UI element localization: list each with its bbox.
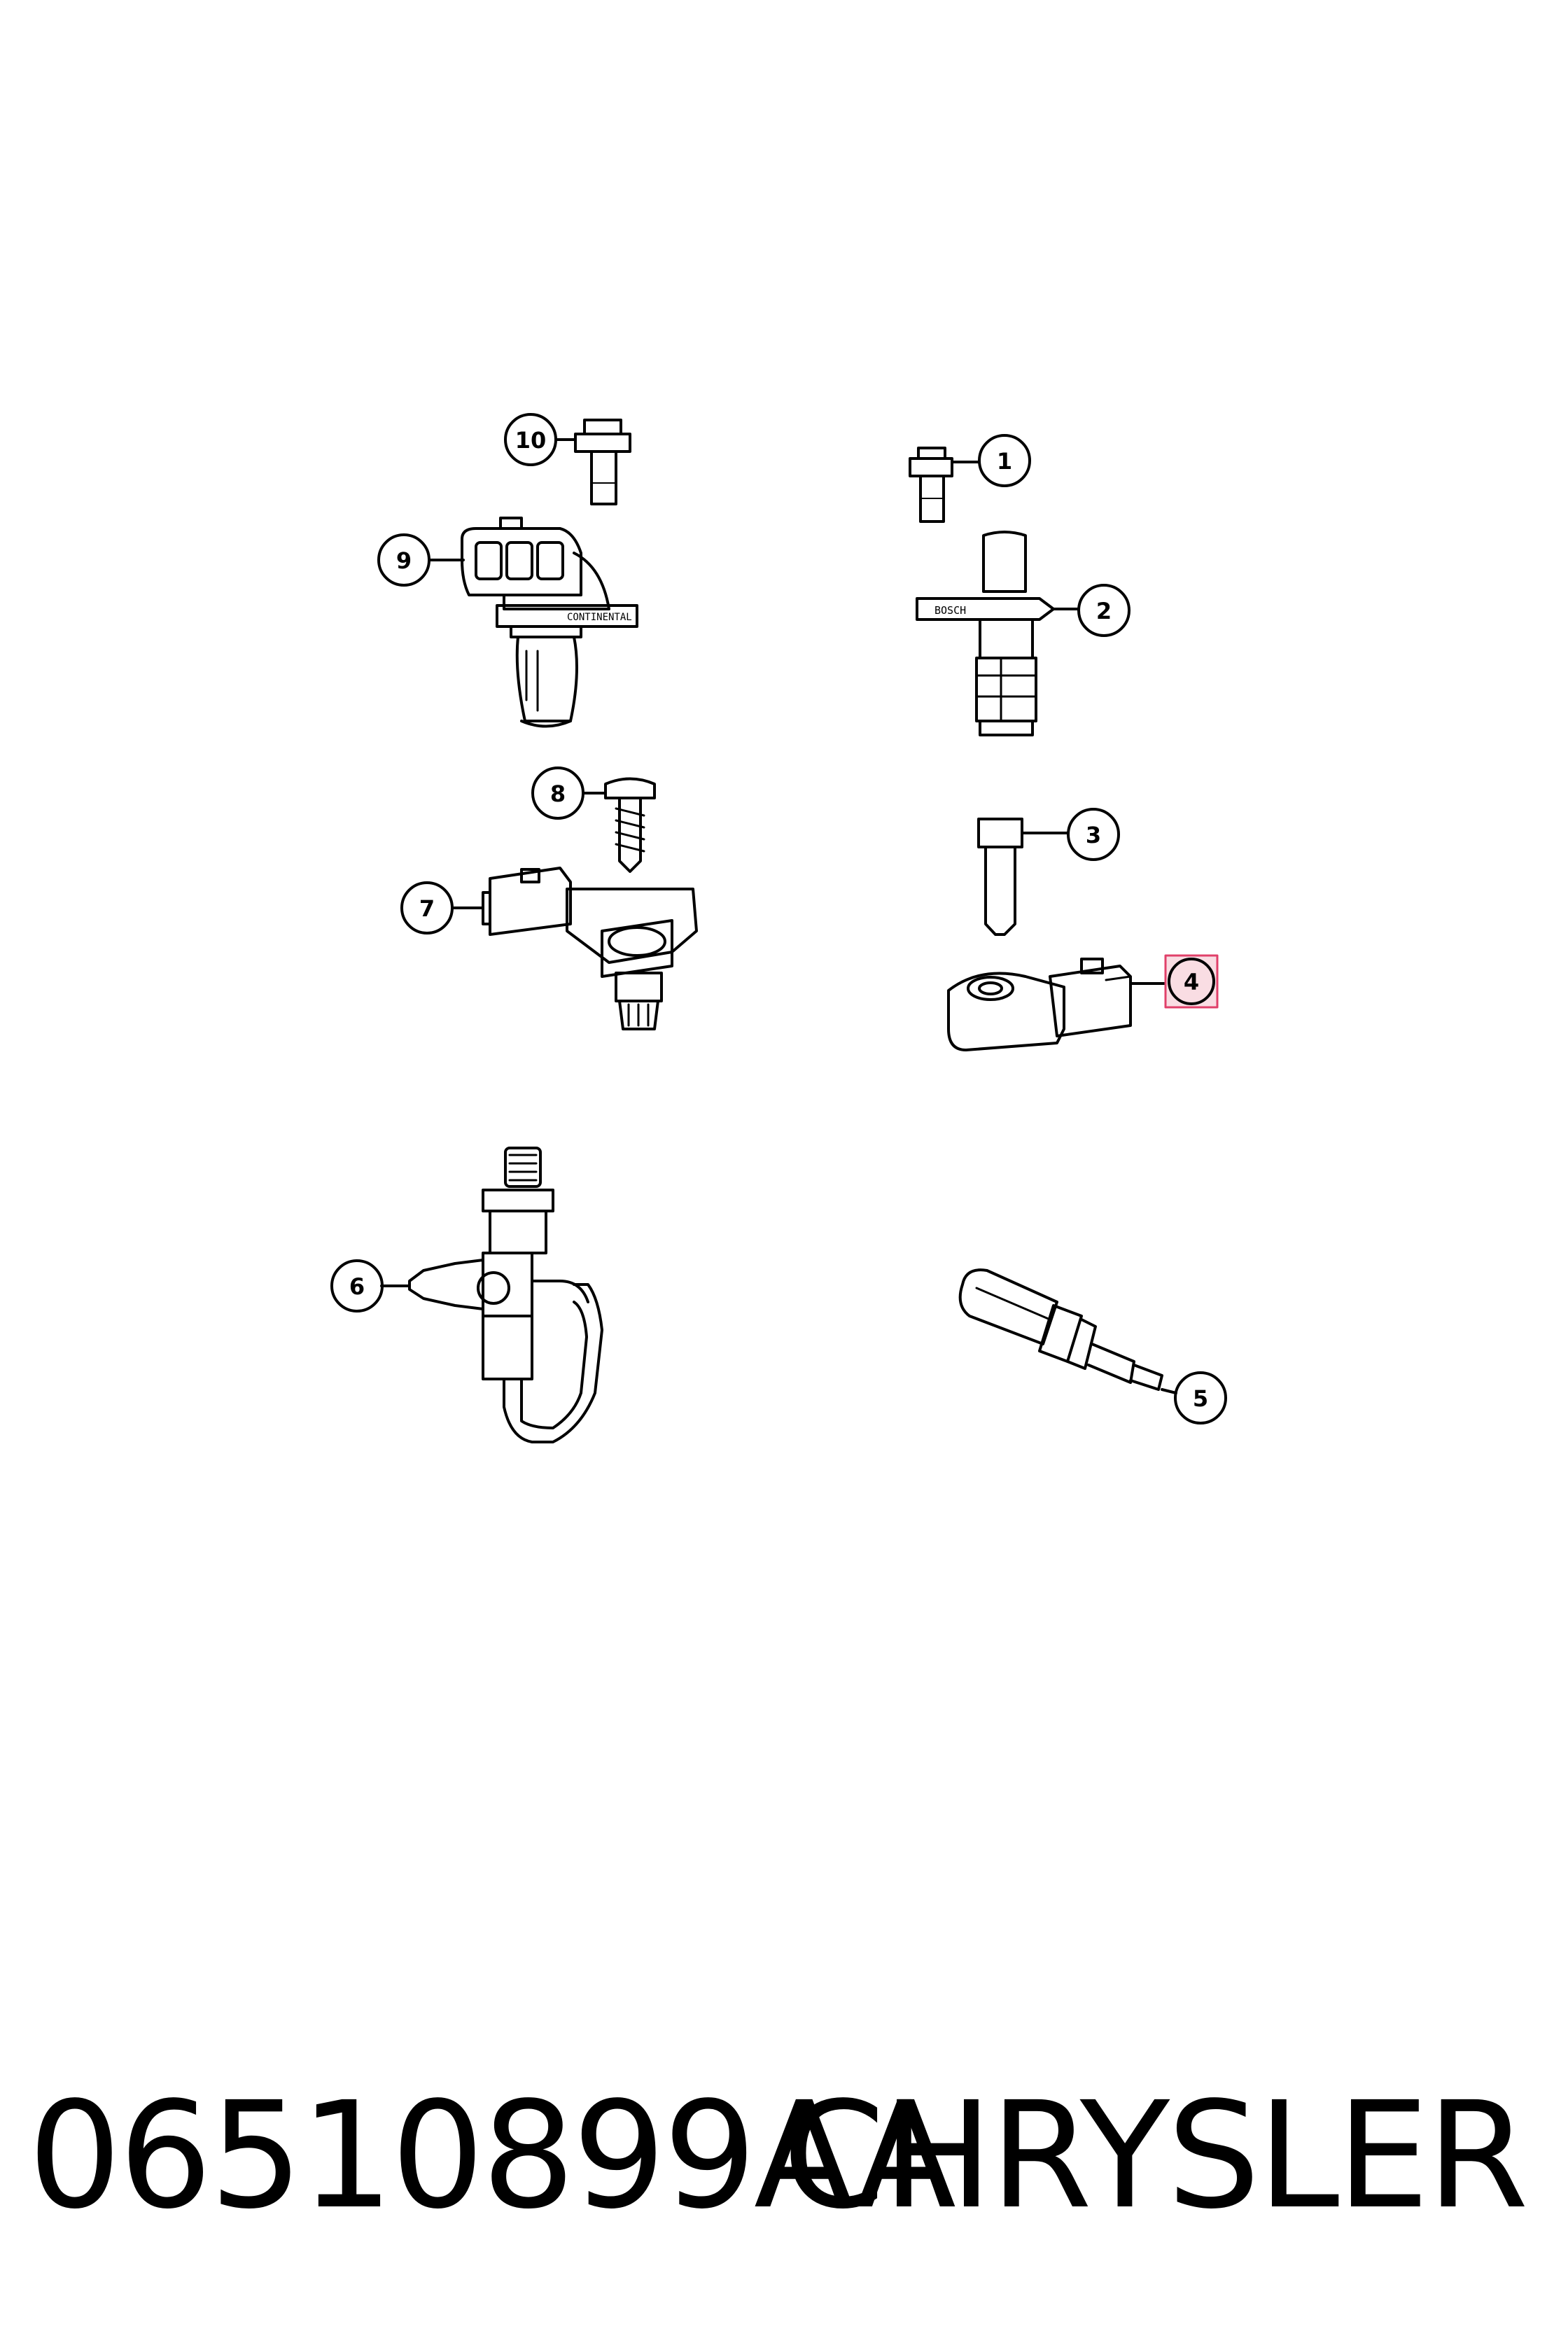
callout-9-label: 9 [396, 547, 412, 574]
part-10-bolt [574, 419, 631, 505]
callout-5-label: 5 [1193, 1385, 1208, 1412]
callout-6-label: 6 [349, 1273, 365, 1300]
parts-diagram: 10 CONTINENTAL 9 1 BOSCH [330, 413, 1227, 1443]
callout-10-label: 10 [515, 427, 547, 454]
callout-3[interactable]: 3 [1021, 808, 1120, 861]
callout-2[interactable]: 2 [1052, 584, 1130, 637]
part-3-bolt [977, 818, 1023, 936]
callout-7[interactable]: 7 [400, 881, 484, 934]
callout-10[interactable]: 10 [504, 413, 577, 466]
part-1-bolt [909, 447, 953, 523]
part-4-knock-sensor [947, 958, 1132, 1051]
part-2-crank-sensor: BOSCH [916, 531, 1055, 736]
callout-7-label: 7 [419, 895, 435, 922]
callout-9[interactable]: 9 [377, 533, 465, 587]
part-9-cam-sensor: CONTINENTAL [461, 517, 638, 728]
callout-3-label: 3 [1086, 822, 1101, 848]
sensor-9-brand-label: CONTINENTAL [567, 612, 632, 623]
part-number: 06510899AA [28, 2070, 956, 2241]
part-8-screw [604, 777, 656, 873]
sensor-2-brand-label: BOSCH [934, 604, 966, 617]
callout-4[interactable]: 4 [1129, 954, 1219, 1009]
callout-1-label: 1 [997, 448, 1012, 475]
part-7-map-sensor [482, 867, 698, 1030]
callout-8-label: 8 [550, 780, 566, 807]
part-5-temp-sensor [958, 1268, 1163, 1391]
callout-5[interactable]: 5 [1161, 1371, 1227, 1424]
part-6-valve [408, 1147, 603, 1443]
callout-1[interactable]: 1 [951, 434, 1031, 487]
callout-4-label: 4 [1184, 969, 1199, 995]
callout-2-label: 2 [1096, 598, 1112, 624]
callout-6[interactable]: 6 [330, 1259, 411, 1312]
brand-name: CHRYSLER [782, 2070, 1529, 2241]
callout-8[interactable]: 8 [531, 766, 607, 820]
